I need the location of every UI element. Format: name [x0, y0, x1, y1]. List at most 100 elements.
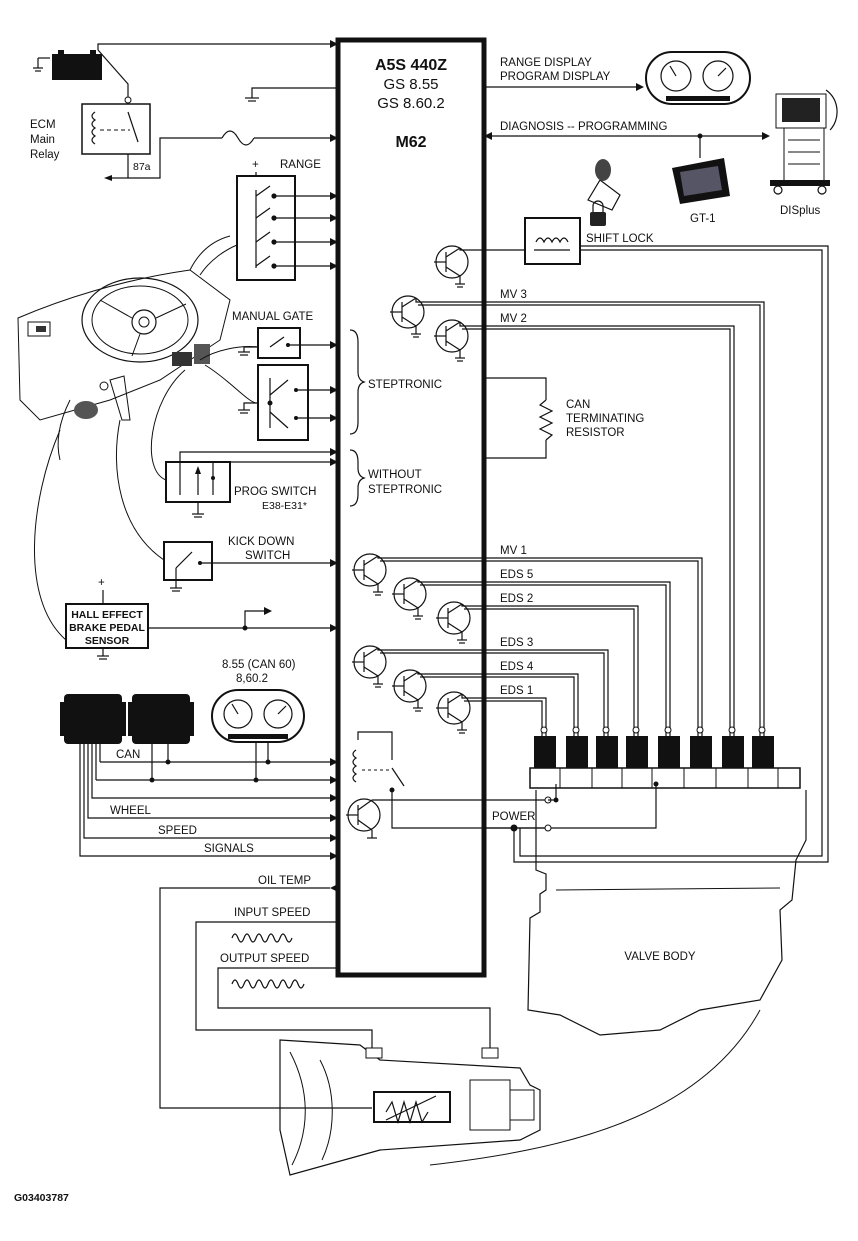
can-resistor-label-2: TERMINATING	[566, 413, 644, 425]
cluster-label-2: 8,60.2	[236, 673, 268, 685]
battery	[33, 40, 338, 80]
gt1-label: GT-1	[690, 213, 716, 225]
solenoid-block	[596, 736, 618, 768]
input-speed-label: INPUT SPEED	[234, 907, 310, 919]
solenoid-terminal	[632, 726, 640, 734]
displus-tester-icon	[770, 89, 838, 195]
solenoid-label-mv3: MV 3	[500, 289, 527, 301]
transmission-illustration	[279, 1009, 761, 1176]
relay-pin-87a: 87a	[133, 161, 151, 173]
solenoid-terminal	[602, 726, 610, 734]
hall-plus: +	[98, 577, 105, 589]
solenoid-label-mv1: MV 1	[500, 545, 527, 557]
solenoid-terminal	[540, 726, 548, 734]
transmission-sensors: OIL TEMP INPUT SPEED OUTPUT SPEED	[159, 875, 491, 1109]
ecu-model: A5S 440Z	[375, 57, 447, 74]
transistor-eds1	[436, 691, 471, 734]
solenoid-terminal	[758, 726, 766, 734]
power-transistor	[346, 798, 484, 839]
shift-lock-transistor	[434, 245, 469, 288]
range-display-label: RANGE DISPLAY	[500, 57, 592, 69]
valve-body-label: VALVE BODY	[624, 951, 695, 963]
solenoid-label-mv2: MV 2	[500, 313, 527, 325]
transistor-mv3	[390, 295, 425, 338]
hall-label: HALL EFFECT	[71, 609, 143, 621]
transistor-eds4	[392, 669, 427, 712]
can-label: CAN	[116, 749, 140, 761]
solenoid-block	[658, 736, 680, 768]
transistor-mv1	[352, 553, 387, 596]
transistor-mv2	[434, 319, 469, 362]
output-speed-label: OUTPUT SPEED	[220, 953, 309, 965]
solenoid-terminal	[572, 726, 580, 734]
brake-pedal-sensor: + HALL EFFECT BRAKE PEDAL SENSOR	[65, 577, 338, 660]
solenoid-block	[626, 736, 648, 768]
instrument-cluster	[211, 689, 305, 743]
can-resistor-label: CAN	[566, 399, 590, 411]
solenoid-block	[752, 736, 774, 768]
program-switch: PROG SWITCH E38-E31* WITHOUT STEPTRONIC	[165, 448, 442, 518]
signals-label: SIGNALS	[204, 843, 254, 855]
diagnosis-label: DIAGNOSIS -- PROGRAMMING	[500, 121, 667, 133]
ground-symbol	[245, 87, 338, 102]
displus-label: DISplus	[780, 205, 821, 217]
kickdown-switch: KICK DOWN SWITCH	[163, 536, 338, 592]
figure-id: G03403787	[14, 1192, 69, 1204]
ecm-main-relay: ECM Main Relay 87a	[30, 49, 338, 181]
cluster-display	[645, 51, 751, 105]
program-display-label: PROGRAM DISPLAY	[500, 71, 611, 83]
can-resistor-label-3: RESISTOR	[566, 427, 625, 439]
prog-switch-models: E38-E31*	[262, 500, 307, 512]
transistor-eds2	[436, 601, 471, 644]
solenoid-label-eds1: EDS 1	[500, 685, 533, 697]
solenoid-label-eds2: EDS 2	[500, 593, 533, 605]
gt1-tester-icon	[672, 158, 730, 204]
relay-title: ECM	[30, 119, 56, 131]
wheel-label: WHEEL	[110, 805, 152, 817]
hall-label-3: SENSOR	[85, 635, 130, 647]
oil-temp-label: OIL TEMP	[258, 875, 311, 887]
solenoid-block	[534, 736, 556, 768]
relay-title-3: Relay	[30, 149, 60, 161]
without-steptronic-label-2: STEPTRONIC	[368, 484, 442, 496]
solenoid-terminal	[696, 726, 704, 734]
solenoid-block	[722, 736, 744, 768]
hall-label-2: BRAKE PEDAL	[69, 622, 145, 634]
transistor-eds5	[392, 577, 427, 620]
steptronic-label: STEPTRONIC	[368, 379, 442, 391]
range-switch: + RANGE	[236, 159, 338, 281]
ecu-version-8602: GS 8.60.2	[377, 95, 445, 112]
solenoid-pack	[529, 726, 801, 789]
relay-title-2: Main	[30, 134, 55, 146]
engine-code: M62	[395, 134, 426, 151]
kickdown-label-2: SWITCH	[245, 550, 290, 562]
transmission-control-module: A5S 440Z GS 8.55 GS 8.60.2 M62	[335, 37, 487, 978]
solenoid-block	[566, 736, 588, 768]
shift-lock-icon	[587, 159, 621, 226]
ecu-version-855: GS 8.55	[383, 76, 438, 93]
power-label: POWER	[492, 811, 535, 823]
steptronic-switch: STEPTRONIC	[238, 329, 442, 441]
range-plus: +	[252, 159, 259, 171]
dashboard-illustration	[17, 235, 231, 461]
sensor-leads	[34, 244, 259, 641]
kickdown-label: KICK DOWN	[228, 536, 294, 548]
transistor-eds3	[352, 645, 387, 688]
solenoid-label-eds3: EDS 3	[500, 637, 533, 649]
can-terminating-resistor: CAN TERMINATING RESISTOR	[484, 377, 644, 459]
shift-lock-label: SHIFT LOCK	[586, 233, 654, 245]
power-circuit: POWER	[346, 731, 659, 839]
shift-lock-output: SHIFT LOCK	[484, 217, 829, 863]
without-steptronic-label: WITHOUT	[368, 469, 422, 481]
prog-switch-label: PROG SWITCH	[234, 486, 316, 498]
output-displays: RANGE DISPLAY PROGRAM DISPLAY DIAGNOSIS …	[484, 51, 838, 226]
solenoid-label-eds5: EDS 5	[500, 569, 533, 581]
solenoid-terminal	[664, 726, 672, 734]
solenoid-terminal	[728, 726, 736, 734]
manual-gate-switch: MANUAL GATE	[232, 311, 338, 359]
valve-body: VALVE BODY	[527, 790, 807, 1036]
cluster-label: 8.55 (CAN 60)	[222, 659, 296, 671]
solenoid-label-eds4: EDS 4	[500, 661, 534, 673]
output-transistors: MV 3 MV 2 MV 1 EDS 5 EDS 2 EDS 3 EDS 4 EDS 1	[352, 245, 765, 736]
